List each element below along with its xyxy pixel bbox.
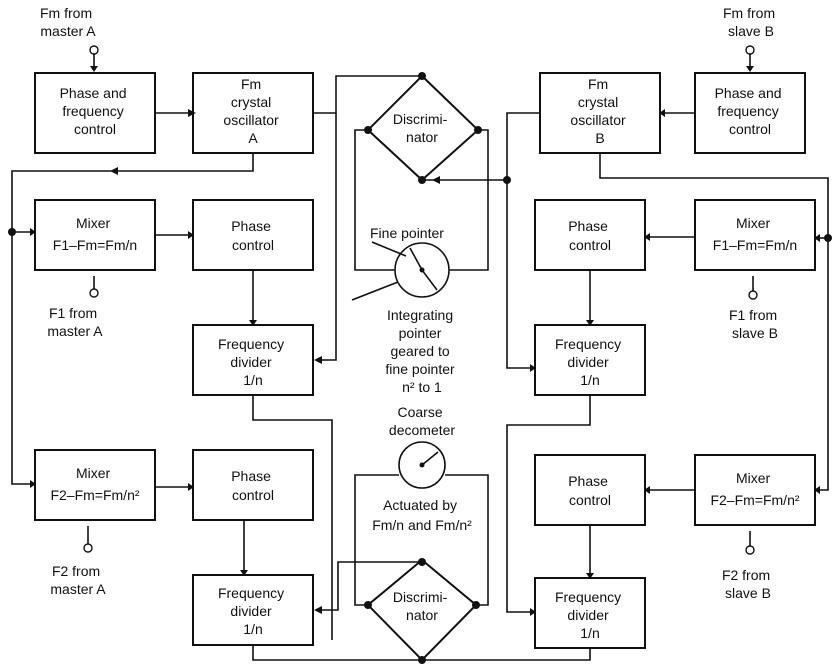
- phase-control1-label-b: Phase control: [568, 218, 612, 253]
- mixer1-label-a: Mixer F1–Fm=Fm/n: [53, 215, 137, 253]
- input-label-master-f2: F2 from master A: [50, 563, 106, 597]
- coarse-decometer-pivot: [419, 462, 425, 468]
- terminal-slave-fm: [745, 45, 755, 55]
- discriminator-top-label: Discrimi- nator: [393, 111, 451, 145]
- input-label-master-fm: Fm from master A: [40, 5, 96, 39]
- mixer2-label-b: Mixer F2–Fm=Fm/n²: [710, 470, 799, 508]
- terminal-slave-f2: [745, 545, 755, 555]
- mixer1-box-b: [694, 199, 816, 271]
- phase-frequency-control-box-b: [694, 72, 806, 154]
- terminal-master-f1: [89, 288, 99, 298]
- frequency-divider1-label-a: Frequency divider 1/n: [218, 336, 288, 388]
- phase-control2-label-b: Phase control: [568, 473, 612, 508]
- terminal-master-f2: [83, 543, 93, 553]
- terminal-slave-f1: [748, 290, 758, 300]
- discriminator-top: [366, 74, 480, 182]
- crystal-oscillator-label-b: Fm crystal oscillator B: [570, 76, 629, 146]
- crystal-oscillator-box-b: [539, 72, 661, 154]
- fine-pointer-leader: [371, 241, 407, 257]
- coarse-decometer-needle: [421, 451, 439, 466]
- arrowheads: [30, 66, 820, 616]
- input-label-master-f1: F1 from master A: [47, 305, 103, 339]
- integrating-pointer-label: Integrating pointer geared to fine point…: [385, 307, 458, 395]
- frequency-divider1-box-a: [192, 324, 314, 396]
- actuated-by-label: Actuated by Fm/n and Fm/n²: [372, 497, 472, 533]
- discriminator-bottom-label: Discrimi- nator: [393, 589, 451, 623]
- mixer2-box-a: [34, 449, 156, 521]
- phase-control1-box-a: [192, 199, 314, 271]
- mixer1-label-b: Mixer F1–Fm=Fm/n: [713, 215, 797, 253]
- phase-frequency-control-label-a: Phase and frequency control: [60, 85, 131, 137]
- phase-control2-box-b: [534, 454, 646, 526]
- input-label-slave-fm: Fm from slave B: [723, 5, 779, 39]
- phase-control2-box-a: [192, 449, 314, 521]
- frequency-divider1-label-b: Frequency divider 1/n: [555, 336, 625, 388]
- frequency-divider2-label-a: Frequency divider 1/n: [218, 585, 288, 637]
- phase-frequency-control-box-a: [34, 72, 156, 154]
- phase-control1-box-b: [534, 199, 646, 271]
- crystal-oscillator-label-a: Fm crystal oscillator A: [223, 76, 282, 146]
- mixer1-box-a: [34, 199, 156, 271]
- input-label-slave-f1: F1 from slave B: [729, 307, 781, 341]
- mixer2-box-b: [694, 454, 816, 526]
- phase-control1-label-a: Phase control: [231, 218, 275, 253]
- coarse-decometer-label: Coarse decometer: [389, 404, 455, 438]
- input-label-slave-f2: F2 from slave B: [722, 567, 774, 601]
- frequency-divider2-box-b: [534, 577, 646, 649]
- terminal-master-fm: [89, 45, 99, 55]
- junction-dots: [8, 72, 832, 664]
- integrating-pointer-needle: [421, 269, 438, 291]
- integrating-pointer-leader: [351, 281, 399, 301]
- phase-control2-label-a: Phase control: [231, 468, 275, 503]
- fine-pointer-pivot: [419, 267, 425, 273]
- frequency-divider2-label-b: Frequency divider 1/n: [555, 589, 625, 641]
- fine-pointer-needle: [409, 247, 423, 271]
- fine-pointer-label: Fine pointer: [370, 225, 444, 241]
- phase-frequency-control-label-b: Phase and frequency control: [715, 85, 786, 137]
- frequency-divider1-box-b: [534, 324, 646, 396]
- mixer2-label-a: Mixer F2–Fm=Fm/n²: [50, 465, 139, 503]
